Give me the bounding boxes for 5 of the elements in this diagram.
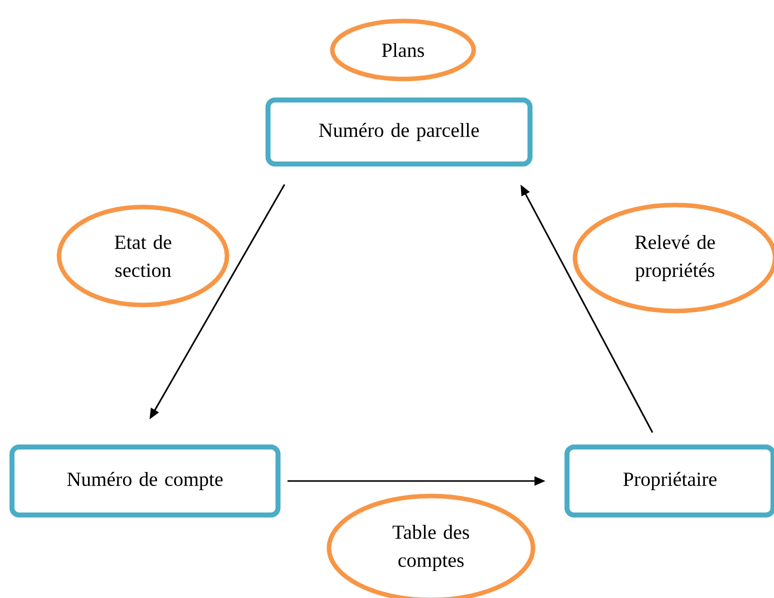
ellipse-node: Plans	[330, 18, 476, 82]
ellipse-node: Etat de section	[56, 204, 230, 308]
process-box: Numéro de parcelle	[266, 98, 532, 166]
process-box: Numéro de compte	[10, 444, 280, 518]
process-box: Propriétaire	[564, 444, 774, 518]
